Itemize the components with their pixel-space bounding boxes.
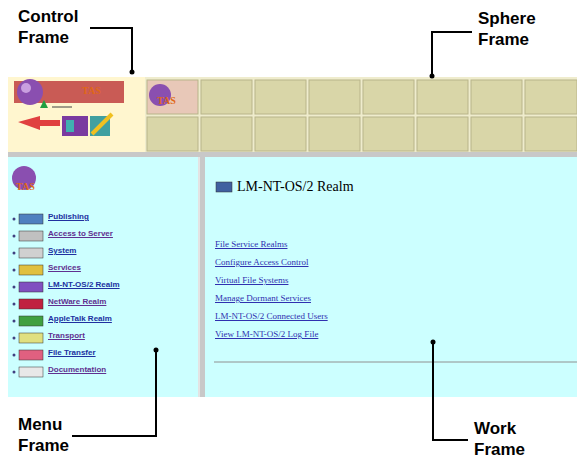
leader-lines	[72, 28, 472, 440]
menu-icons	[13, 214, 44, 377]
menu-link: AppleTalk Realm	[48, 314, 112, 323]
logo-sphere-shine	[21, 83, 31, 93]
pencil-icon	[92, 114, 112, 134]
menu-link: LM-NT-OS/2 Realm	[48, 280, 120, 289]
work-link: Manage Dormant Services	[215, 293, 311, 303]
logo-triangle	[40, 100, 48, 108]
menu-link: Transport	[48, 331, 85, 340]
callout-label: Control Frame	[18, 6, 90, 48]
menu-link: Services	[48, 263, 81, 272]
menu-link: Access to Server	[48, 229, 113, 238]
tile	[255, 117, 306, 151]
tile	[309, 80, 360, 114]
back-arrow-icon	[18, 116, 60, 130]
menu-link: Documentation	[48, 365, 106, 374]
leader-line	[433, 342, 468, 440]
logo-rule	[52, 107, 72, 108]
menu-link: File Transfer	[48, 348, 96, 357]
callout-label: Work Frame	[474, 418, 546, 460]
menu-link: Publishing	[48, 212, 89, 221]
toolbar-icon	[66, 120, 74, 132]
work-link: LM-NT-OS/2 Connected Users	[215, 311, 328, 321]
frame-divider-edge	[199, 157, 200, 397]
tile	[417, 80, 468, 114]
tile	[147, 117, 198, 151]
work-link: Virtual File Systems	[215, 275, 288, 285]
sphere-ground	[145, 77, 577, 152]
callout-label: Sphere Frame	[478, 8, 570, 50]
logo-sphere	[17, 79, 43, 105]
realm-icon	[216, 182, 232, 192]
tile	[471, 117, 522, 151]
tile	[471, 80, 522, 114]
tile	[525, 80, 577, 114]
leader-line	[72, 350, 156, 436]
tas-logo-text: TAS	[82, 85, 101, 97]
work-frame: LM-NT-OS/2 RealmFile Service RealmsConfi…	[205, 157, 577, 397]
tas-logo-text: TAS	[157, 95, 176, 107]
work-link: Configure Access Control	[215, 257, 309, 267]
sphere-tiles	[147, 80, 577, 151]
tile	[255, 80, 306, 114]
menu-frame: TAS PublishingAccess to ServerSystemServi…	[8, 157, 198, 397]
tile	[201, 117, 252, 151]
tile	[147, 80, 198, 114]
menu-link: System	[48, 246, 76, 255]
realm-title: LM-NT-OS/2 Realm	[237, 179, 354, 195]
tas-logo-text: TAS	[16, 181, 35, 193]
leader-dots	[130, 70, 436, 353]
work-rule	[214, 362, 577, 363]
work-link: File Service Realms	[215, 239, 287, 249]
menu-ground	[8, 157, 198, 397]
control-frame: TAS	[8, 77, 145, 152]
tile	[525, 117, 577, 151]
toolbar-icon	[62, 116, 88, 136]
tile	[309, 117, 360, 151]
tile	[417, 117, 468, 151]
menu-link: NetWare Realm	[48, 297, 106, 306]
control-ground	[8, 77, 145, 152]
frame-divider	[198, 157, 205, 397]
leader-line	[432, 32, 472, 76]
work-ground	[205, 157, 577, 397]
tile	[363, 117, 414, 151]
tile	[363, 80, 414, 114]
sphere-frame: TAS	[145, 77, 577, 152]
tile	[201, 80, 252, 114]
callout-label: Menu Frame	[18, 414, 74, 456]
work-link: View LM-NT-OS/2 Log File	[215, 329, 318, 339]
leader-line	[90, 28, 132, 72]
frame-divider	[8, 152, 577, 157]
